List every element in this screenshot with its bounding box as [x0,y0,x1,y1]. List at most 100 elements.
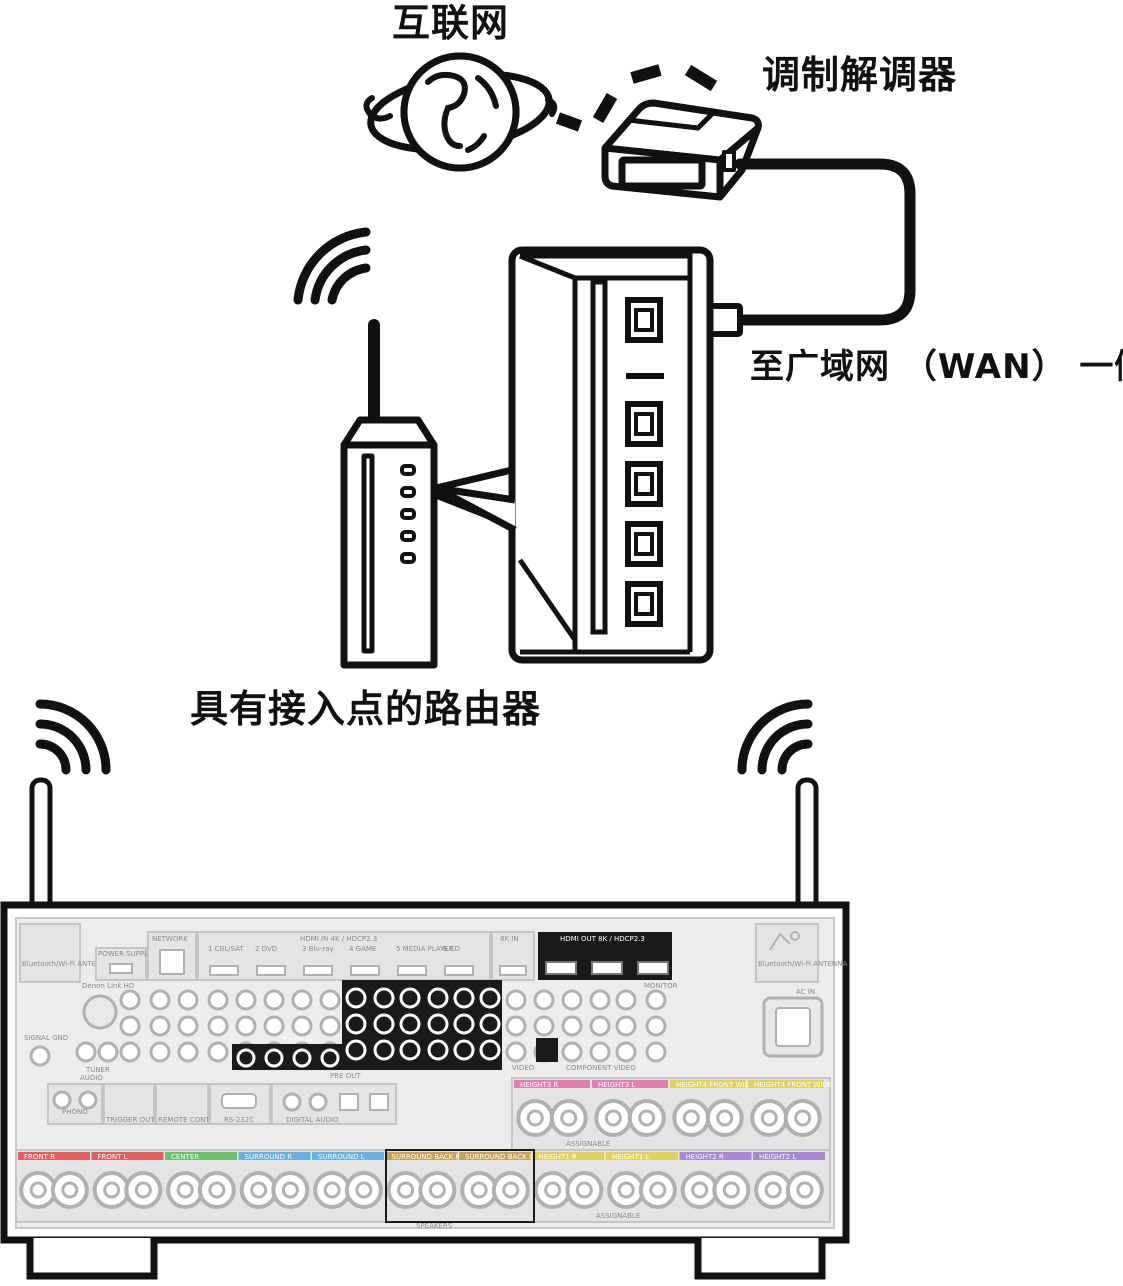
rca-jack [589,989,611,1011]
speaker-group-label: HEIGHT4 FRONT WIDE R [676,1081,762,1089]
speaker-group-label: HEIGHT3 R [520,1081,558,1089]
rca-jack [149,989,171,1011]
speaker-terminal-center [617,1181,635,1199]
speaker-terminal-center [760,1109,778,1127]
power-supply-label: POWER SUPPLY 5V/1.5A [98,950,181,958]
pre-out-jack [345,1039,367,1061]
hdmi-in-port-icon [209,965,239,976]
hdmi-in-label: HDMI IN 4K / HDCP2.3 [300,935,377,943]
speaker-color-tag [753,1152,825,1160]
pre-out-jack [399,1039,421,1061]
speaker-color-tag [606,1152,678,1160]
component-video-label: COMPONENT VIDEO [566,1064,636,1072]
speaker-terminal-center [764,1181,782,1199]
pre-out-jack [345,987,367,1009]
speaker-terminal-center [794,1109,812,1127]
rca-jack [177,989,199,1011]
speaker-group-label: HEIGHT2 L [759,1153,796,1161]
ch71-in-jack [264,1048,284,1068]
speaker-color-tag [385,1152,458,1160]
rca-jack [235,1015,257,1037]
modem-label: 调制解调器 [762,53,958,97]
hdmi-in-port-label: 3 Blu-ray [302,945,334,953]
speaker-color-tag [748,1080,824,1088]
rca-jack [319,989,341,1011]
pre-out-jack [453,1039,475,1061]
pre-out-jack [427,1013,449,1035]
video-label: VIDEO [512,1064,535,1072]
speaker-color-tag [91,1152,164,1160]
modem-icon [601,99,762,201]
speaker-terminal-center [502,1181,520,1199]
speaker-group-label: FRONT R [24,1153,55,1161]
pre-out-jack [399,1013,421,1035]
rca-jack [119,989,141,1011]
rca-jack [561,1015,583,1037]
network-port-icon [159,949,185,975]
speaker-group-label: SURROUND R [245,1153,293,1161]
pre-out-jack [427,1039,449,1061]
rca-jack [207,1015,229,1037]
speaker-group-label: HEIGHT3 L [598,1081,635,1089]
speaker-terminal-center [61,1181,79,1199]
speaker-group-label: SURROUND L [318,1153,365,1161]
speaker-group-label: HEIGHT2 R [686,1153,724,1161]
pre-out-jack [479,1013,501,1035]
pre-out-jack [453,987,475,1009]
speaker-terminal-center [716,1109,734,1127]
speaker-terminal-center [428,1181,446,1199]
hdmi-8k-in-label: 8K IN [500,935,519,943]
speaker-terminal-center [575,1181,593,1199]
rca-jack [149,1041,171,1063]
speaker-terminal-center [682,1109,700,1127]
pre-out-jack [427,987,449,1009]
speaker-terminal-center [103,1181,121,1199]
rca-jack [589,1041,611,1063]
rca-jack [533,989,555,1011]
bt-antenna-right-label: Bluetooth/Wi-Fi ANTENNA [758,960,847,968]
bt-antenna-left-label: Bluetooth/Wi-Fi ANTENNA [22,960,111,968]
speaker-group-label: HEIGHT1 R [539,1153,577,1161]
rca-jack [615,1015,637,1037]
hdmi-in-port-label: 1 CBL/SAT [208,945,244,953]
speaker-terminal-center [470,1181,488,1199]
speaker-terminal-center [526,1109,544,1127]
router-label: 具有接入点的路由器 [190,687,542,731]
speaker-color-tag [165,1152,237,1160]
rca-jack [177,1041,199,1063]
assignable-upper-label: ASSIGNABLE [566,1140,610,1148]
pre-out-jack [373,987,395,1009]
hdmi-in-port-icon [303,965,333,976]
rca-jack [207,989,229,1011]
speaker-color-tag [592,1080,668,1088]
router-wifi-waves-icon [293,227,371,305]
speaker-color-tag [238,1152,311,1160]
ch71-in-jack [236,1048,256,1068]
tuner-jack [97,1041,119,1063]
speaker-color-tag [459,1152,531,1160]
wan-side-label: 至广域网 （WAN） 一侧 [750,347,1123,387]
speaker-terminal-center [355,1181,373,1199]
tuner-jack [75,1041,97,1063]
phono-label: PHONO [62,1108,88,1116]
rca-jack [263,989,285,1011]
rca-jack [149,1015,171,1037]
rca-jack [645,1015,667,1037]
pre-out-jack [399,987,421,1009]
hdmi-in-port-label: 6 CD [443,945,460,953]
pre-out-label: PRE OUT [330,1072,361,1080]
network-port-label: NETWORK [152,935,188,943]
hdmi-in-port-label: 4 GAME [349,945,376,953]
speaker-terminal-center [560,1109,578,1127]
speaker-terminal-center [638,1109,656,1127]
speaker-terminal-center [29,1181,47,1199]
speaker-color-tag [532,1152,605,1160]
speaker-terminal-center [649,1181,667,1199]
tuner-label: TUNER [85,1066,110,1074]
rca-jack [645,1041,667,1063]
